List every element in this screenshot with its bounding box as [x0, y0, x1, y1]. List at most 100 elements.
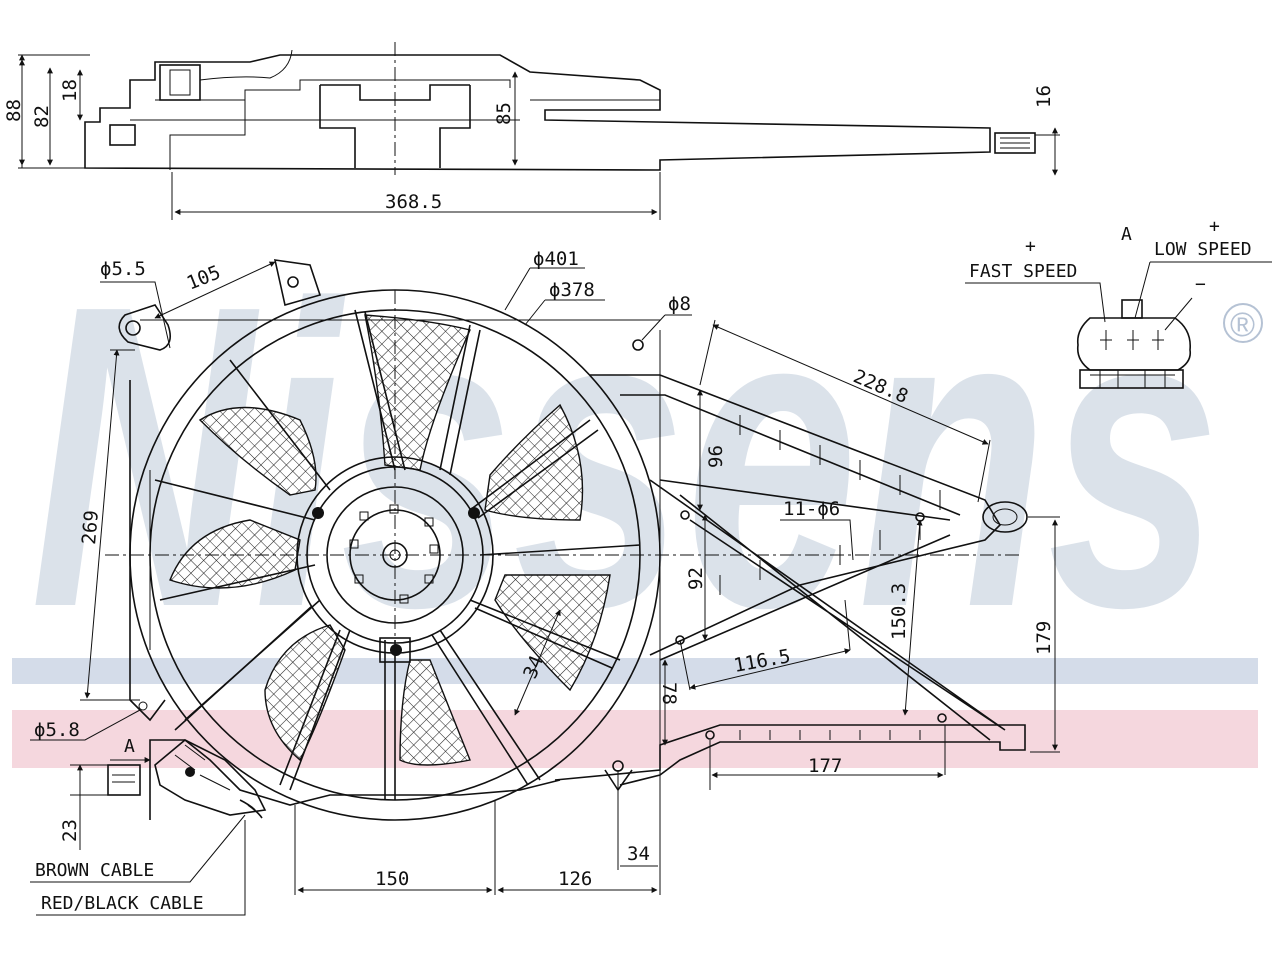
dim-179-ext [1028, 516, 1060, 753]
dim-34: 34 [627, 843, 650, 865]
connector-latch [1121, 299, 1143, 319]
motor-screw [390, 644, 402, 656]
side-view-end-ticks [1000, 137, 1030, 149]
dim-phi401: ϕ401 [533, 248, 579, 270]
connector-plus-low: + [1209, 216, 1220, 237]
blade [264, 624, 346, 762]
connector-view-a: A + + − FAST SPEED LOW SPEED [965, 216, 1272, 389]
bracket-hole [937, 713, 947, 723]
bracket-eye [982, 501, 1028, 533]
dim-177-ext [709, 725, 946, 790]
motor-connector [107, 739, 267, 819]
motor-screw [312, 507, 324, 519]
bolt-hole [399, 594, 409, 604]
dim-269-ext [80, 349, 140, 701]
mount-hole-top [287, 276, 299, 288]
watermark-band-pink [12, 710, 1258, 768]
dim-78: 78 [658, 682, 680, 705]
bolt-hole [429, 544, 439, 554]
low-speed-label: LOW SPEED [1154, 239, 1252, 260]
side-dim-85: 85 [493, 102, 515, 125]
red-black-cable-label: RED/BLACK CABLE [41, 893, 204, 914]
dim-126: 126 [558, 868, 592, 890]
connector-minus: − [1195, 274, 1206, 295]
dim-34a-line [514, 609, 561, 716]
side-dim-368: 368.5 [385, 191, 442, 213]
dim-phi58-leader [30, 709, 141, 741]
side-dim-16: 16 [1033, 85, 1055, 108]
blade [399, 659, 471, 766]
dim-179: 179 [1033, 621, 1055, 655]
connector-base-lines [1090, 370, 1175, 388]
dim-11phi6-leader [780, 519, 854, 561]
bracket-rail-slots [739, 730, 921, 740]
brown-cable-leader [30, 814, 246, 883]
mount-hole-bottom-left [138, 701, 148, 711]
dim-bottom-ext [294, 790, 661, 895]
side-view-shroud-line [169, 79, 511, 170]
side-dim-88: 88 [3, 99, 25, 122]
brown-cable-label: BROWN CABLE [35, 860, 154, 881]
mount-hole-left [125, 320, 141, 336]
bolt-hole [354, 574, 364, 584]
connector-screw [185, 767, 195, 777]
dim-177: 177 [808, 755, 842, 777]
dim-phi378-leader [524, 299, 605, 326]
shroud-mount-top [273, 259, 322, 307]
dim-1165-ext [679, 599, 851, 691]
side-view-outline [84, 54, 991, 171]
view-a-label: A [124, 736, 135, 757]
connector-view-a-label: A [1121, 224, 1132, 245]
fast-speed-label: FAST SPEED [969, 261, 1077, 282]
connector-base [1079, 369, 1184, 389]
front-view: ϕ5.5 105 ϕ401 ϕ378 ϕ8 228.8 96 11-ϕ6 269… [30, 248, 1060, 916]
side-dim-82: 82 [31, 105, 53, 128]
dim-269: 269 [78, 509, 103, 545]
bracket-hole [680, 510, 690, 520]
bolt-hole [389, 504, 399, 514]
dim-phi55: ϕ5.5 [100, 258, 146, 280]
shroud-bottom [149, 739, 561, 820]
side-view-end-connector [994, 132, 1036, 154]
side-view-cable [199, 49, 293, 81]
watermark-band-blue [12, 658, 1258, 684]
bracket-hole [675, 635, 685, 645]
dim-23: 23 [59, 819, 81, 842]
dim-11phi6: 11-ϕ6 [783, 498, 840, 520]
dim-1503-line [902, 519, 923, 716]
dim-105-line [154, 261, 276, 319]
bolt-hole [424, 574, 434, 584]
dim-phi8-leader [641, 314, 692, 341]
mount-hole-right-top [632, 339, 644, 351]
motor-screw [468, 507, 480, 519]
bolt-hole [349, 539, 359, 549]
watermark: Nissens ® [12, 217, 1263, 768]
watermark-registered-mark: ® [1230, 306, 1255, 344]
dim-phi378: ϕ378 [549, 279, 595, 301]
dim-269-line [84, 349, 120, 699]
dim-1503: 150.3 [888, 583, 910, 640]
side-view-cable-plug [109, 124, 136, 146]
bracket-hole [705, 730, 715, 740]
bolt-hole [359, 511, 369, 521]
dim-phi401-leader [504, 267, 585, 311]
fast-speed-leader [965, 282, 1106, 323]
side-view-connector-plug [169, 69, 191, 96]
side-view-connector-block [159, 64, 201, 101]
dim-23-ext [70, 764, 108, 796]
connector-plus-fast: + [1025, 236, 1036, 257]
low-speed-leader [1134, 261, 1272, 319]
connector-housing [154, 739, 267, 816]
minus-leader [1164, 297, 1193, 331]
dim-1165-line [689, 648, 851, 690]
blade [364, 314, 471, 471]
dim-2288-line [712, 324, 989, 445]
motor-bolt-holes [349, 504, 439, 604]
side-dim-88-line [18, 55, 90, 169]
dim-96: 96 [705, 445, 727, 468]
watermark-registered-circle [1223, 303, 1263, 343]
dim-92: 92 [685, 567, 707, 590]
connector-plug-a [107, 764, 141, 796]
side-dim-18: 18 [59, 79, 81, 102]
